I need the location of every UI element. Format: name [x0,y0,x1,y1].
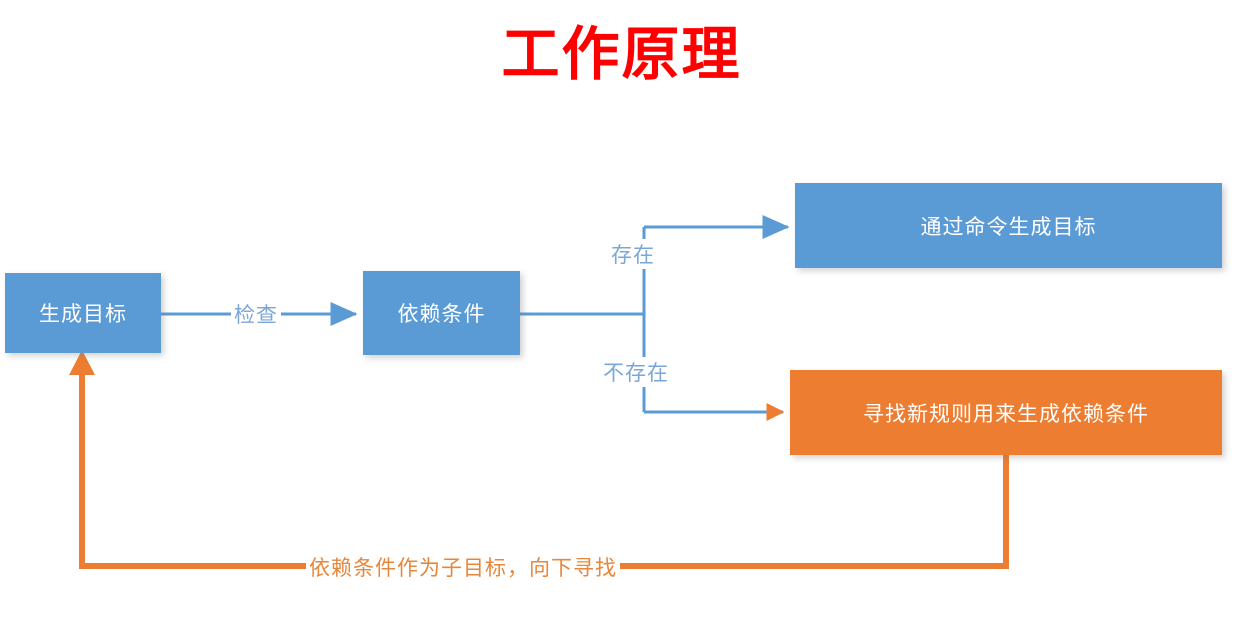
node-generate-goal[interactable]: 生成目标 [5,273,161,353]
edge-label-exists: 存在 [608,239,658,269]
page-title: 工作原理 [501,20,742,88]
feedback-arrowhead-icon [69,350,95,375]
node-build-by-command[interactable]: 通过命令生成目标 [795,183,1222,268]
node-label: 寻找新规则用来生成依赖条件 [863,401,1149,426]
edge-label-check: 检查 [231,299,281,329]
edge-label-not-exists: 不存在 [600,357,672,387]
node-find-new-rule[interactable]: 寻找新规则用来生成依赖条件 [790,370,1222,455]
node-label: 依赖条件 [397,302,486,326]
edge-label-sub-goal-loop: 依赖条件作为子目标，向下寻找 [306,552,620,582]
node-dependency-condition[interactable]: 依赖条件 [363,271,520,355]
node-label: 通过命令生成目标 [920,214,1097,239]
node-label: 生成目标 [39,302,127,326]
